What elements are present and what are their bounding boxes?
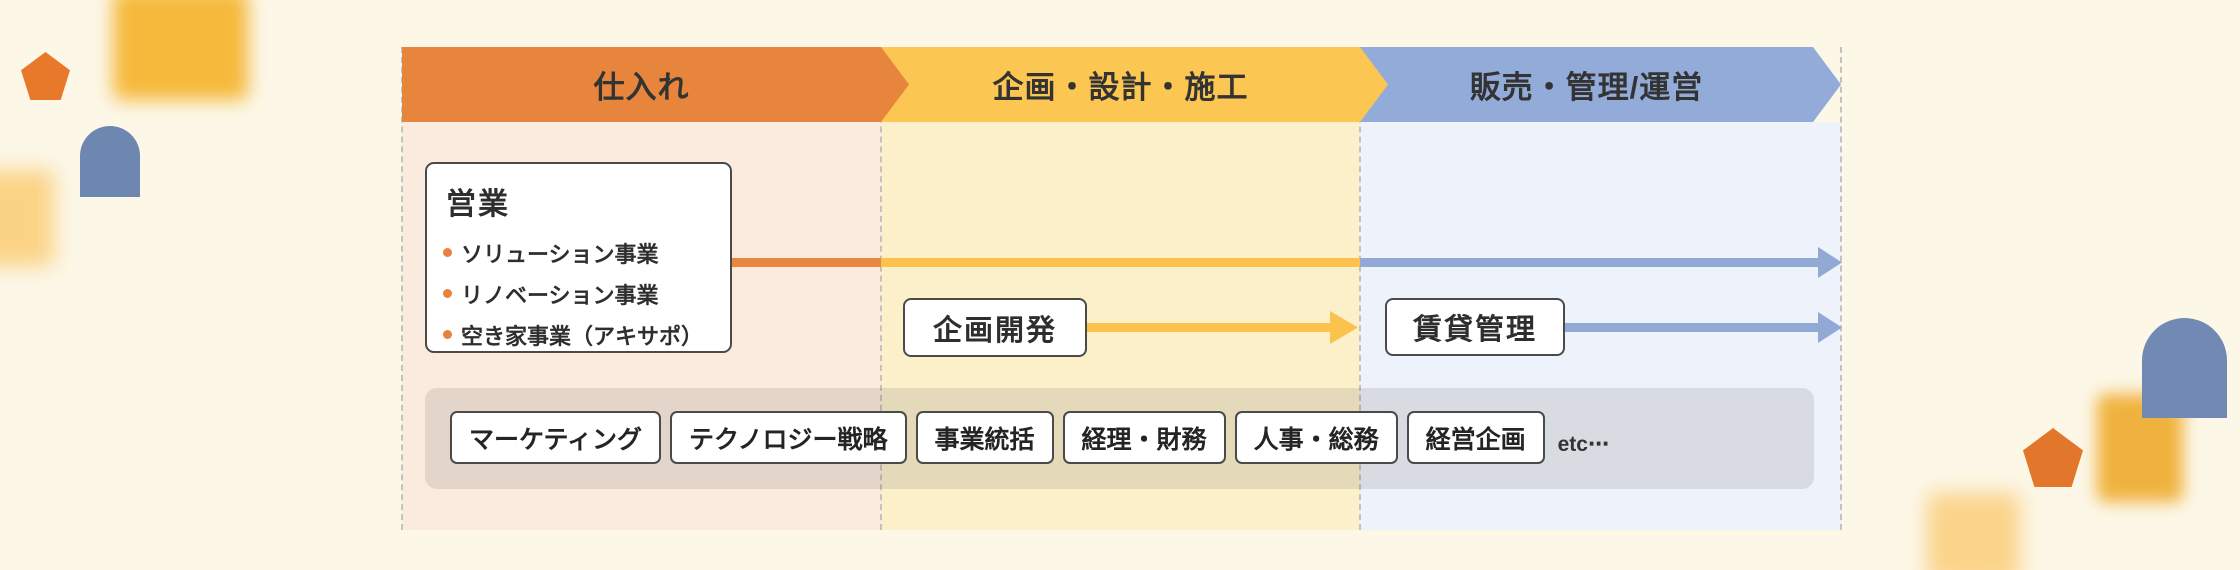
flow-arrow-shaft-yellow [881,258,1360,267]
stage-label: 企画・設計・施工 [992,70,1249,105]
flow-arrow-shaft-orange [732,258,881,267]
pentagon-icon [2023,428,2083,487]
support-departments-row: マーケティング テクノロジー戦略 事業統括 経理・財務 人事・総務 経営企画 e… [450,411,1609,464]
blurred-square-icon [0,170,54,266]
sales-item-label: ソリューション事業 [461,241,659,267]
list-item: リノベーション事業 [443,273,714,314]
sales-box-title: 営業 [446,188,510,221]
support-department-box: マーケティング [450,411,662,464]
stage-header-planning-design-construction: 企画・設計・施工 [881,47,1388,122]
flow-arrow-shaft-blue [1565,323,1818,332]
blurred-square-icon [1927,493,2020,570]
dashed-divider [1840,47,1842,530]
stage-header-procurement: 仕入れ [402,47,909,122]
rental-management-box: 賃貸管理 [1385,298,1565,356]
sales-department-box: 営業 ソリューション事業 リノベーション事業 空き家事業（アキサポ） [425,162,732,353]
stage-header-sales-management-operation: 販売・管理/運営 [1360,47,1841,122]
arch-icon [2142,318,2227,418]
flow-arrow-shaft-blue [1360,258,1818,267]
sales-item-label: 空き家事業（アキサポ） [461,323,704,349]
dashed-divider [401,47,403,530]
pentagon-icon [21,52,70,100]
blurred-square-icon [113,0,248,100]
stage-label: 仕入れ [593,70,690,105]
etc-label: etc⋯ [1557,433,1609,456]
list-item: 空き家事業（アキサポ） [443,314,714,355]
flow-arrow-shaft-yellow [1087,323,1330,332]
bullet-icon [443,330,452,339]
support-department-box: 事業統括 [915,411,1054,464]
bullet-icon [443,248,452,257]
support-department-box: テクノロジー戦略 [670,411,907,464]
planning-box-label: 企画開発 [932,314,1057,347]
sales-item-label: リノベーション事業 [461,282,659,308]
support-department-box: 経営企画 [1406,411,1545,464]
dashed-divider [880,47,882,530]
bullet-icon [443,289,452,298]
support-department-box: 経理・財務 [1062,411,1226,464]
dashed-divider [1359,47,1361,530]
arch-icon [80,126,140,197]
stage-label: 販売・管理/運営 [1469,70,1704,105]
list-item: ソリューション事業 [443,232,714,273]
planning-development-box: 企画開発 [903,298,1087,357]
rental-box-label: 賃貸管理 [1412,314,1537,346]
support-department-box: 人事・総務 [1234,411,1398,464]
